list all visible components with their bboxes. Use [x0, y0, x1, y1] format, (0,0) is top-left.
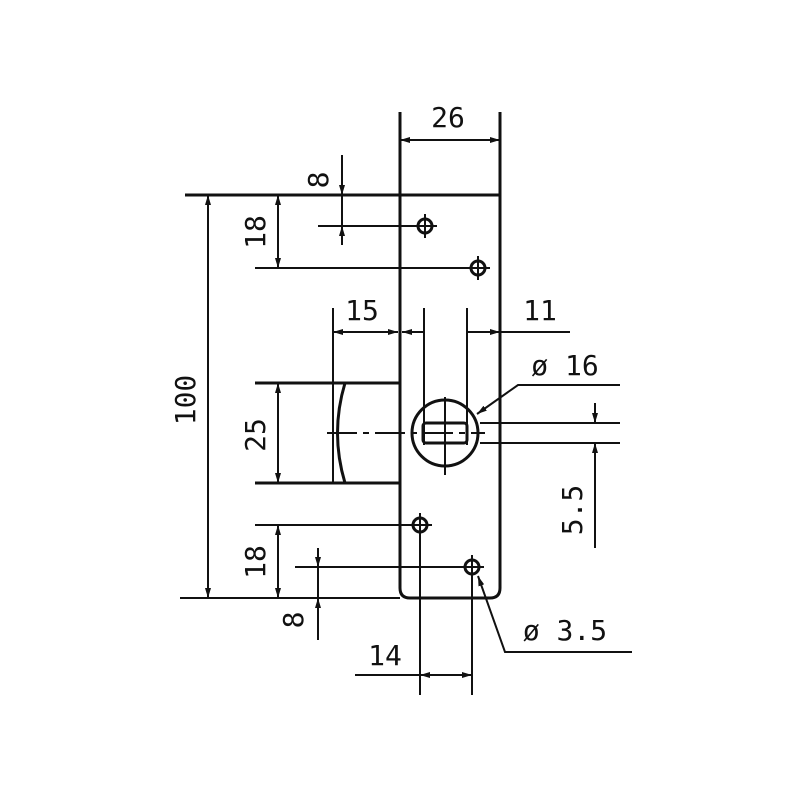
- plate-width-label: 26: [431, 101, 465, 134]
- top-hole-spacing-label: 18: [239, 215, 272, 249]
- cylinder-diameter-label: ø 16: [531, 349, 598, 382]
- dimension-lines: [180, 137, 632, 695]
- cylinder: [327, 397, 485, 475]
- hole-diameter-label: ø 3.5: [523, 614, 607, 647]
- latch-projection-label: 15: [345, 294, 379, 327]
- cylinder-offset-label: 11: [523, 294, 557, 327]
- bottom-hole-offset-label: 8: [277, 612, 310, 629]
- bottom-hole-distance-label: 14: [368, 639, 402, 672]
- slot-offset-label: 5.5: [556, 485, 589, 536]
- bottom-hole-spacing-label: 18: [239, 545, 272, 579]
- dimension-labels: 26 100 18 8 15 11 ø 16 25 5.5 18 8 14 ø …: [169, 101, 607, 672]
- overall-height-label: 100: [169, 375, 202, 426]
- top-hole-offset-label: 8: [302, 172, 335, 189]
- latch-height-label: 25: [239, 418, 272, 452]
